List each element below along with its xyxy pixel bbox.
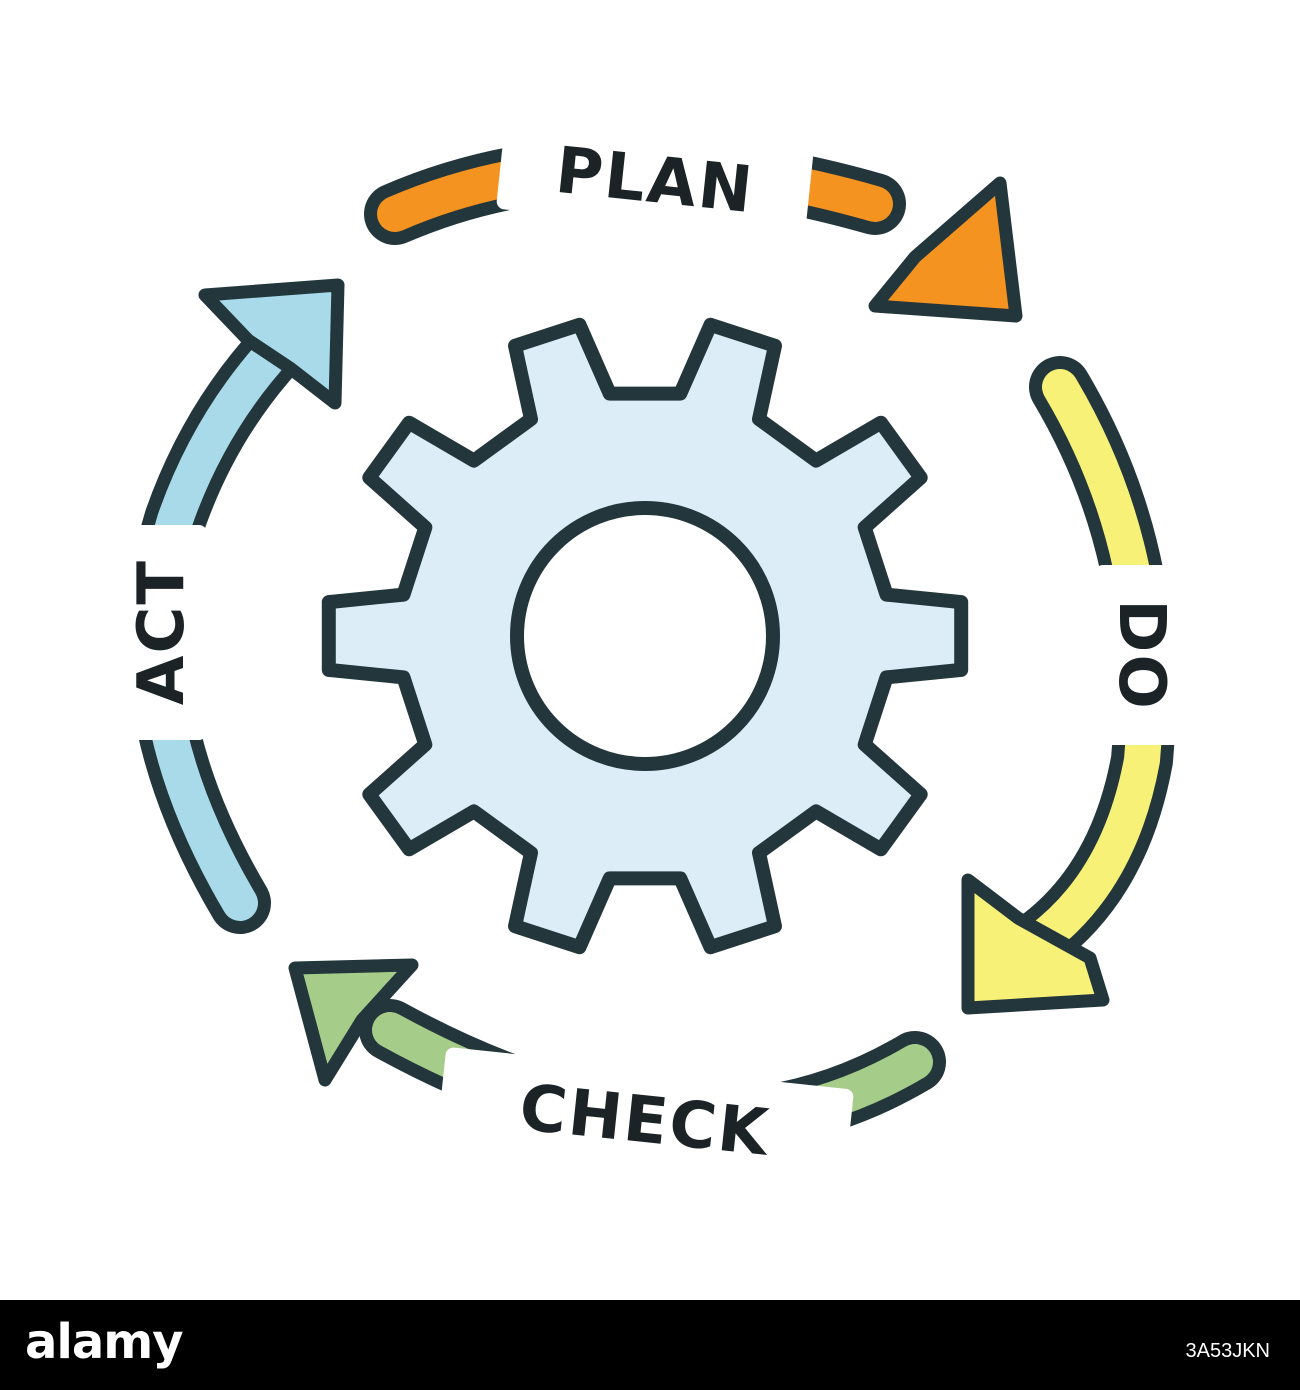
gear-icon: [321, 317, 969, 955]
gear-hole: [510, 501, 780, 771]
do-label-gap: [1095, 565, 1190, 745]
footer-image-id: 3A53JKN: [1185, 1340, 1271, 1362]
act-label-gap: [112, 525, 207, 740]
do-label: DO: [1104, 599, 1178, 711]
pdca-cycle-diagram: PLAN DO CHECK ACT: [112, 114, 1190, 1189]
check-label-gap: [436, 1047, 854, 1189]
plan-label-gap: [496, 114, 814, 241]
watermark-footer: alamy 3A53JKN: [0, 1300, 1300, 1390]
act-label: ACT: [125, 559, 199, 705]
footer-logo: alamy: [25, 1314, 184, 1370]
